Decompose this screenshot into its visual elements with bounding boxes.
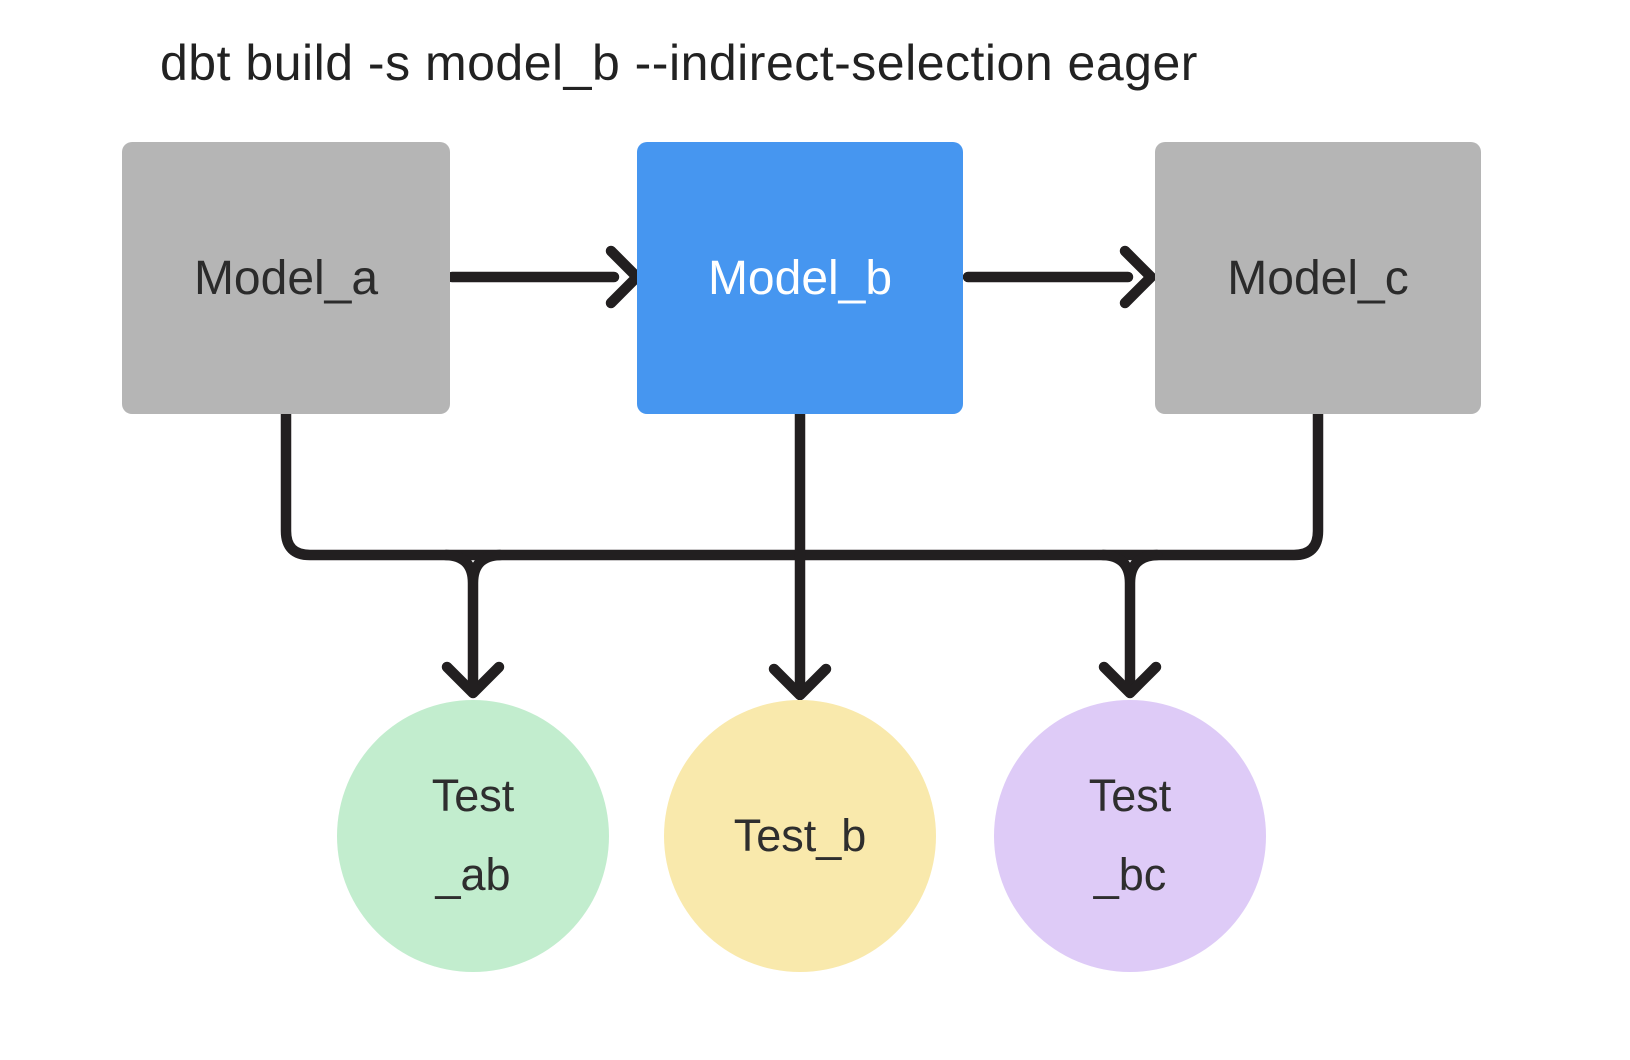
node-model-a-label: Model_a [193,251,379,305]
arrowhead-into-test-ab [441,661,505,699]
node-test-b-label: Test_b [733,809,867,861]
node-model-a: Model_a [122,142,450,414]
command-title: dbt build -s model_b --indirect-selectio… [160,35,1198,91]
node-model-b-label: Model_b [707,251,893,305]
edge-bus-to-test-ab [440,549,506,692]
arrowhead-into-model-c [1119,245,1157,309]
node-test-bc: Test _bc [994,700,1266,972]
node-test-ab-label: Test _ab [431,770,515,900]
node-test-bc-label: Test _bc [1088,770,1172,900]
edge-group [280,245,1324,701]
node-test-b: Test_b [664,700,936,972]
edge-bus-to-test-bc [1097,549,1163,692]
arrowhead-into-test-b [768,663,832,701]
node-model-c: Model_c [1155,142,1481,414]
node-test-ab: Test _ab [337,700,609,972]
node-model-b: Model_b [637,142,963,414]
arrowhead-into-test-bc [1098,661,1162,699]
node-model-c-label: Model_c [1227,251,1409,305]
